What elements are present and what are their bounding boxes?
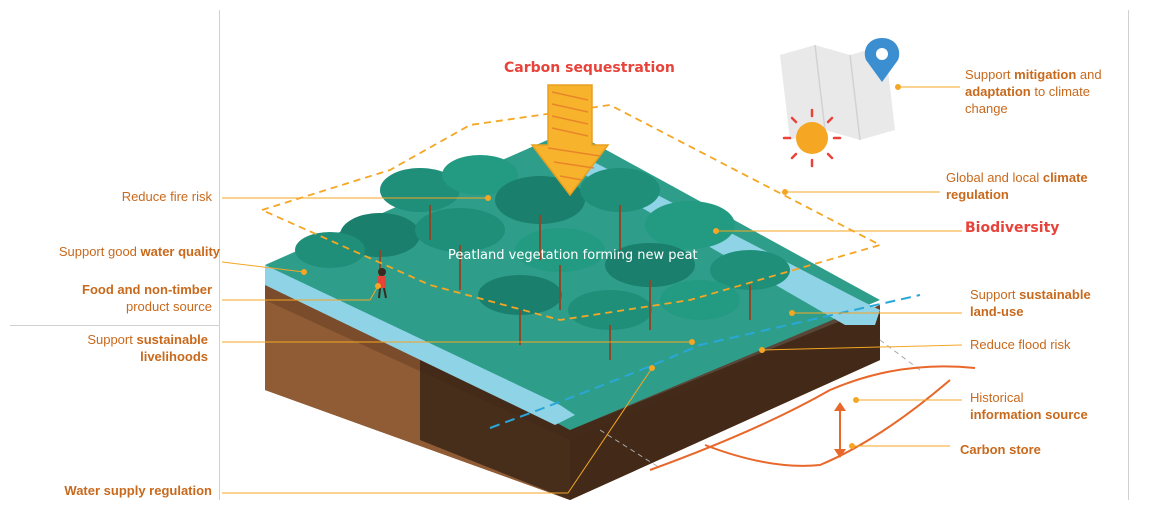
person-figure bbox=[378, 268, 387, 299]
river-left bbox=[265, 265, 575, 425]
leader-lines bbox=[221, 84, 963, 494]
peat-layer bbox=[420, 307, 880, 500]
label-carbon-store: Carbon store bbox=[960, 442, 1041, 457]
label-reduce-flood-risk: Reduce flood risk bbox=[970, 337, 1071, 352]
label-sustainable-land-use: Support sustainable land-use bbox=[970, 287, 1091, 319]
water-table-line bbox=[489, 294, 921, 429]
label-water-quality: Support good water quality bbox=[58, 244, 220, 259]
label-historical-information: Historical information source bbox=[970, 390, 1088, 422]
right-divider bbox=[1128, 10, 1129, 500]
forest-canopy bbox=[295, 155, 790, 330]
label-food-source: Food and non-timber product source bbox=[82, 282, 212, 314]
carbon-arrow-icon bbox=[530, 84, 610, 197]
left-divider bbox=[219, 10, 220, 500]
label-mitigation-adaptation: Support mitigation and adaptation to cli… bbox=[965, 67, 1102, 116]
map-pin-icon bbox=[864, 38, 900, 82]
label-biodiversity: Biodiversity bbox=[965, 220, 1060, 236]
label-climate-regulation: Global and local climate regulation bbox=[946, 170, 1088, 202]
left-divider-horizontal bbox=[10, 325, 219, 326]
label-sustainable-livelihoods: Support sustainable livelihoods bbox=[87, 332, 208, 364]
label-reduce-fire-risk: Reduce fire risk bbox=[121, 189, 212, 204]
carbon-sequestration-title: Carbon sequestration bbox=[504, 60, 675, 76]
sun-icon bbox=[782, 108, 842, 168]
peat-vegetation-label: Peatland vegetation forming new peat bbox=[448, 248, 698, 263]
label-water-supply-regulation: Water supply regulation bbox=[64, 483, 212, 498]
map-icon bbox=[780, 44, 895, 141]
river-right bbox=[585, 160, 880, 325]
